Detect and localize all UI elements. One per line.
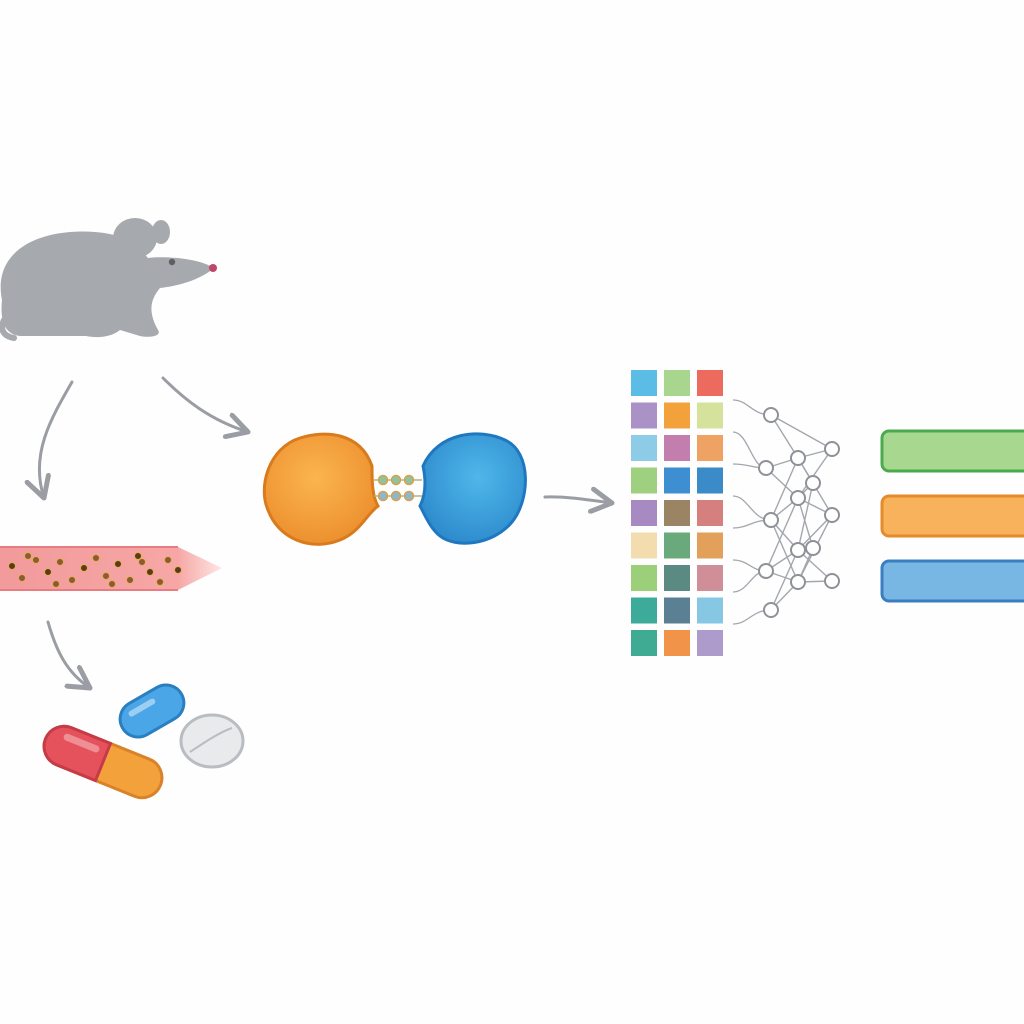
- output-bars-icon: [880, 429, 1024, 603]
- interaction-bead: [403, 490, 415, 502]
- matrix-cell: [664, 597, 690, 624]
- blood-particle: [32, 556, 40, 564]
- blood-particle: [68, 576, 76, 584]
- matrix-cell: [631, 597, 657, 624]
- network-edge: [770, 519, 799, 583]
- network-edge: [770, 414, 799, 459]
- matrix-cell: [697, 500, 723, 526]
- blood-particle: [8, 562, 16, 570]
- network-node: [824, 573, 840, 589]
- network-edge: [797, 448, 833, 499]
- matrix-cell: [697, 565, 723, 591]
- interaction-bead: [403, 474, 415, 486]
- matrix-cell: [664, 370, 690, 396]
- tablet-icon: [179, 713, 245, 769]
- interaction-bead: [377, 490, 389, 502]
- blood-particle: [174, 566, 182, 574]
- network-node: [790, 490, 806, 506]
- interaction-beads: [377, 474, 415, 502]
- network-edge: [770, 549, 799, 611]
- matrix-cell: [631, 532, 657, 559]
- blood-particle: [134, 552, 142, 560]
- interaction-bead: [390, 474, 402, 486]
- network-edge: [770, 457, 799, 521]
- blood-particle: [108, 580, 116, 588]
- matrix-cell: [697, 630, 723, 656]
- blood-particle: [126, 576, 134, 584]
- blood-particle: [80, 564, 88, 572]
- network-node: [805, 475, 821, 491]
- network-node: [790, 574, 806, 590]
- matrix-cell: [664, 500, 690, 526]
- blood-particle: [56, 558, 64, 566]
- arrow-mouse-to-vessel: [39, 380, 74, 498]
- matrix-cell: [697, 370, 723, 396]
- matrix-cell: [697, 597, 723, 624]
- matrix-cell: [631, 565, 657, 591]
- blood-particle: [114, 560, 122, 568]
- matrix-cell: [664, 435, 690, 461]
- network-node: [763, 512, 779, 528]
- matrix-cell: [631, 500, 657, 526]
- matrix-cell: [697, 467, 723, 494]
- matrix-cell: [697, 532, 723, 559]
- network-node: [763, 602, 779, 618]
- interaction-bead: [377, 474, 389, 486]
- network-edge: [797, 482, 814, 551]
- network-edge: [770, 414, 833, 450]
- matrix-cell: [664, 467, 690, 494]
- blood-particle: [52, 580, 60, 588]
- blood-particles: [8, 552, 182, 588]
- output-bar: [880, 494, 1024, 538]
- blood-vessel-icon: [0, 546, 222, 591]
- blood-particle: [138, 558, 146, 566]
- matrix-cell: [631, 630, 657, 656]
- matrix-cell: [664, 532, 690, 559]
- network-node: [763, 407, 779, 423]
- matrix-cell: [631, 402, 657, 429]
- network-node: [824, 507, 840, 523]
- network-node: [758, 460, 774, 476]
- arrow-mouse-to-protein: [161, 376, 248, 432]
- blood-particle: [44, 568, 52, 576]
- network-edge: [765, 497, 799, 572]
- output-bar: [880, 559, 1024, 603]
- blood-particle: [92, 554, 100, 562]
- capsule-blue-icon: [118, 683, 186, 739]
- blood-particle: [102, 572, 110, 580]
- protein-interaction-icon: [262, 432, 527, 546]
- network-edge: [797, 497, 814, 549]
- feature-matrix-icon: [631, 370, 723, 656]
- matrix-cell: [664, 402, 690, 429]
- network-node: [790, 542, 806, 558]
- network-node: [805, 540, 821, 556]
- blood-particle: [146, 568, 154, 576]
- arrow-vessel-to-pills: [46, 620, 90, 688]
- output-bar: [880, 429, 1024, 473]
- pills-icon: [42, 683, 245, 800]
- arrow-protein-to-matrix: [543, 497, 612, 503]
- network-edge: [797, 514, 833, 551]
- blood-particle: [156, 578, 164, 586]
- matrix-cell: [631, 467, 657, 494]
- network-node: [824, 441, 840, 457]
- matrix-cell: [664, 630, 690, 656]
- matrix-cell: [631, 370, 657, 396]
- mouse-icon: [0, 218, 217, 341]
- blood-particle: [164, 556, 172, 564]
- neural-network-icon: [732, 399, 840, 625]
- matrix-cell: [631, 435, 657, 461]
- network-node: [790, 450, 806, 466]
- capsule-red-orange-icon: [42, 724, 164, 800]
- matrix-cell: [664, 565, 690, 591]
- matrix-cell: [697, 402, 723, 429]
- matrix-cell: [697, 435, 723, 461]
- interaction-bead: [390, 490, 402, 502]
- blood-particle: [24, 552, 32, 560]
- blood-particle: [18, 574, 26, 582]
- network-node: [758, 563, 774, 579]
